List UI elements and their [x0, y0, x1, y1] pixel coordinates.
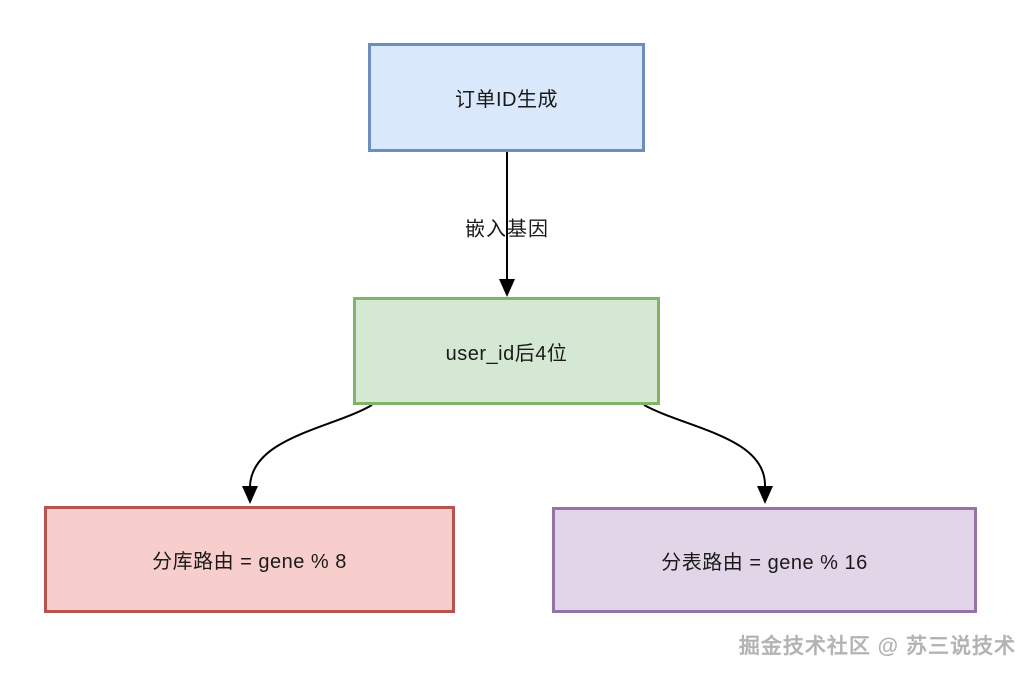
node-label: 订单ID生成 [455, 89, 558, 111]
node-database-routing: 分库路由 = gene % 8 [44, 506, 455, 613]
node-table-routing: 分表路由 = gene % 16 [552, 507, 977, 613]
node-order-id-generation: 订单ID生成 [368, 43, 645, 152]
edge-label-embed-gene: 嵌入基因 [465, 218, 549, 241]
node-label: 分库路由 = gene % 8 [152, 551, 347, 573]
node-label: 分表路由 = gene % 16 [661, 551, 868, 574]
arrow-to-database-routing [242, 404, 373, 504]
arrow-to-table-routing [643, 404, 773, 504]
node-label: user_id后4位 [445, 342, 568, 365]
watermark: 掘金技术社区 @ 苏三说技术 [738, 635, 1016, 658]
node-user-id-last4: user_id后4位 [353, 297, 660, 405]
